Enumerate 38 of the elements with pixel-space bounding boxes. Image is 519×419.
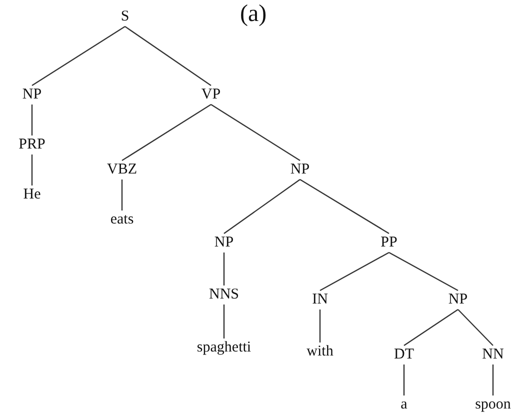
tree-label: NN [482,346,504,364]
tree-branch [223,304,225,338]
tree-label: He [23,186,41,204]
tree-branch [210,104,300,161]
tree-label: DT [394,346,414,364]
tree-branch [32,26,126,86]
tree-branch [224,179,300,234]
tree-label: spaghetti [196,340,252,356]
tree-label: NP [22,86,42,104]
tree-label: PRP [18,136,46,154]
tree-branch [319,310,321,342]
tree-label: a [400,396,408,414]
tree-branch [458,309,494,346]
tree-branch [300,178,390,234]
title: (a) [240,0,267,28]
tree-branch [31,154,33,186]
tree-label: eats [110,212,134,228]
tree-label: spoon [475,396,511,414]
tree-label: VP [201,86,221,104]
tree-branch [223,252,225,286]
tree-branch [388,252,458,292]
tree-branch [404,309,458,346]
tree-branch [403,364,405,396]
tree-branch [320,252,390,292]
tree-branch [121,180,123,210]
tree-label: NNS [209,286,239,304]
tree-branch [124,26,212,86]
tree-branch [31,104,33,136]
tree-branch [122,104,212,161]
tree-label: NP [290,162,310,178]
tree-label: NP [214,234,234,252]
tree-label: S [120,8,130,26]
tree-label: IN [312,292,328,308]
tree-label: VBZ [107,162,137,178]
tree-label: PP [380,234,398,252]
tree-label: NP [448,292,468,308]
tree-branch [492,364,494,396]
tree-label: with [306,344,334,360]
